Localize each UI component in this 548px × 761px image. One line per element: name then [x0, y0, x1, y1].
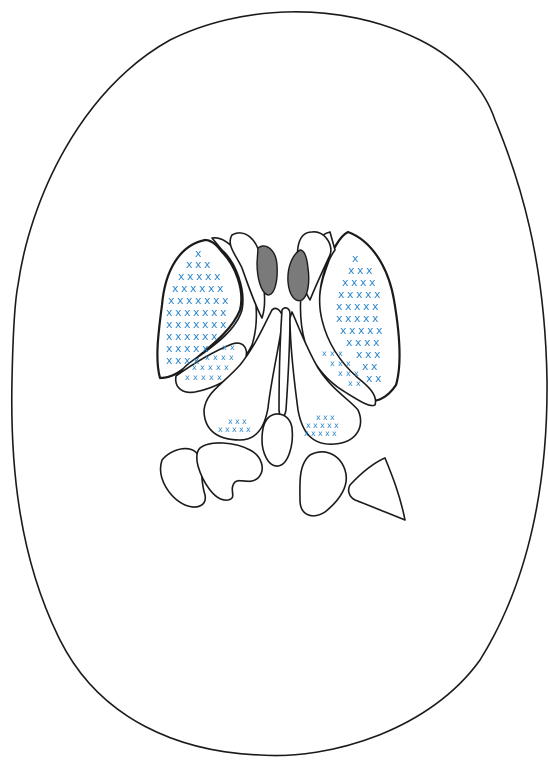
hatch-mark: x	[318, 429, 323, 438]
hatch-mark: x	[217, 373, 222, 382]
hatch-mark: x	[330, 349, 335, 358]
hatch-mark: x	[330, 359, 335, 368]
hatch-mark: x	[218, 425, 223, 434]
hatch-mark: x	[201, 373, 206, 382]
hatch-mark: x	[338, 349, 343, 358]
hatch-mark: x	[185, 373, 190, 382]
hatch-mark: x	[375, 372, 382, 385]
hatch-mark: x	[232, 425, 237, 434]
hatch-mark: x	[325, 429, 330, 438]
hatch-mark: x	[192, 363, 197, 372]
left-occipital-pole	[197, 443, 262, 500]
right-caudate-head	[288, 250, 309, 301]
hatch-mark: x	[338, 369, 343, 378]
hatch-mark: x	[366, 372, 373, 385]
right-cerebellar-lobe	[349, 458, 405, 520]
hatch-mark: x	[222, 343, 227, 352]
hatch-mark: x	[338, 359, 343, 368]
hatch-mark: x	[348, 379, 353, 388]
hatch-mark: x	[356, 379, 361, 388]
hatch-mark: x	[175, 354, 182, 367]
right-occipital-pole	[300, 452, 346, 516]
hatch-mark: x	[322, 349, 327, 358]
hatch-mark: x	[354, 369, 359, 378]
hatch-mark: x	[220, 318, 227, 331]
hatch-mark: x	[230, 343, 235, 352]
hatch-mark: x	[224, 363, 229, 372]
hatch-mark: x	[246, 425, 251, 434]
hatch-mark: x	[200, 363, 205, 372]
hatch-mark: x	[225, 425, 230, 434]
hatch-mark: x	[346, 369, 351, 378]
hatch-mark: x	[304, 429, 309, 438]
hatch-mark: x	[213, 353, 218, 362]
hatch-mark: x	[208, 363, 213, 372]
hatch-mark: x	[184, 354, 191, 367]
hatch-mark: x	[229, 353, 234, 362]
hatch-mark: x	[216, 363, 221, 372]
hatch-mark: x	[346, 336, 353, 349]
third-ventricle-left-wall	[279, 308, 290, 418]
hatch-mark: x	[221, 353, 226, 362]
pineal-region	[262, 414, 292, 466]
hatch-mark: x	[193, 373, 198, 382]
hatch-mark: x	[166, 354, 173, 367]
hatch-mark: x	[205, 353, 210, 362]
hatch-mark: x	[239, 425, 244, 434]
hatch-mark: x	[311, 429, 316, 438]
hatch-mark: x	[209, 373, 214, 382]
hatch-mark: x	[211, 330, 218, 343]
hatch-mark: x	[332, 429, 337, 438]
hatch-mark: x	[346, 359, 351, 368]
